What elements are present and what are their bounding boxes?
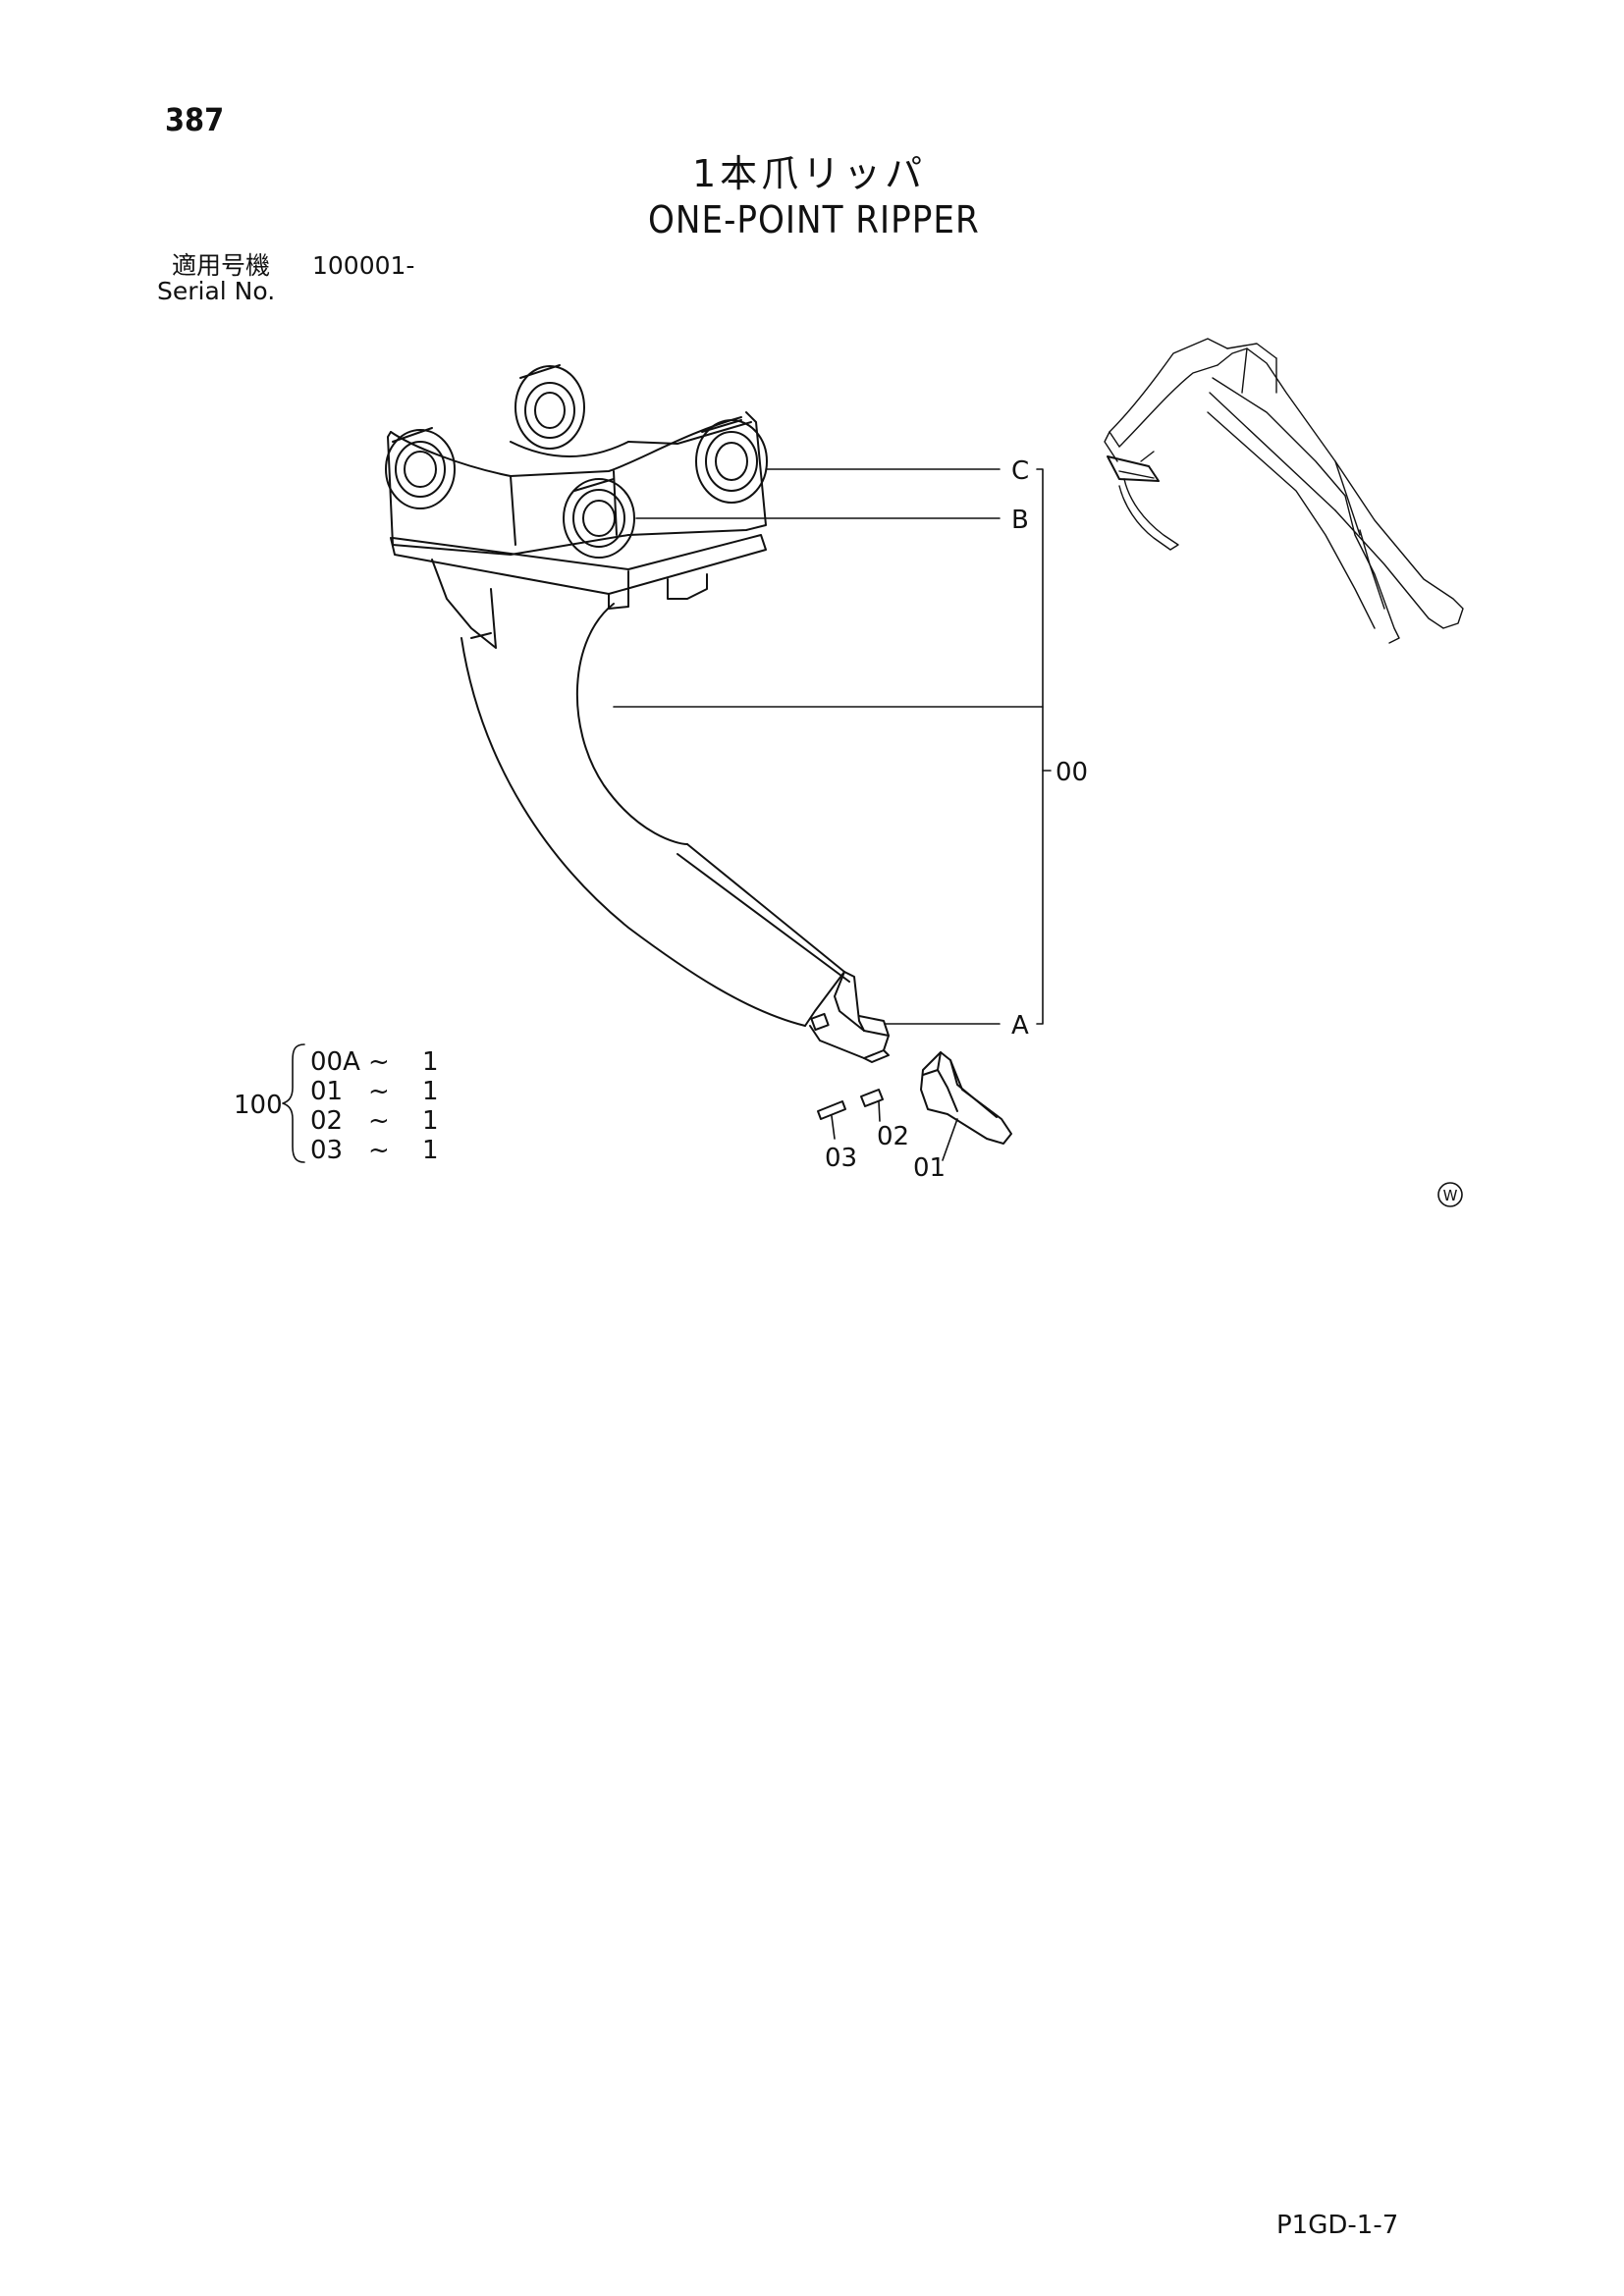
pin-boss-top (514, 364, 585, 450)
callout-01: 01 (913, 1153, 946, 1183)
footer-code: P1GD-1-7 (1276, 2211, 1399, 2240)
kit-row-sep: ~ (368, 1136, 390, 1165)
tooth-drawing (920, 1051, 1012, 1145)
kit-row-qty: 1 (422, 1077, 439, 1106)
callout-c: C (1011, 456, 1029, 486)
pin-03-drawing (817, 1100, 846, 1120)
pin-02-drawing (860, 1089, 884, 1107)
kit-row-sep: ~ (368, 1077, 390, 1106)
pin-boss-left (385, 427, 456, 509)
kit-row-sep: ~ (368, 1047, 390, 1077)
pin-boss-center (563, 478, 635, 559)
w-mark: W (1437, 1182, 1463, 1207)
serial-value: 100001- (312, 251, 415, 280)
title-english: ONE-POINT RIPPER (648, 198, 980, 241)
kit-row-part: 01 (310, 1077, 343, 1106)
kit-row-part: 02 (310, 1106, 343, 1136)
kit-list: 100 00A ~ 1 01 ~ 1 02 ~ 1 03 ~ 1 (234, 1043, 439, 1165)
kit-row-qty: 1 (422, 1106, 439, 1136)
page-number: 387 (165, 101, 225, 138)
w-mark-letter: W (1443, 1187, 1458, 1204)
pin-boss-right (695, 419, 768, 504)
serial-label-japanese: 適用号機 (172, 251, 271, 280)
kit-row-part: 00A (310, 1047, 360, 1077)
kit-row-qty: 1 (422, 1047, 439, 1077)
ripper-shank-drawing (385, 364, 890, 1063)
serial-label-english: Serial No. (157, 277, 276, 305)
kit-row-qty: 1 (422, 1136, 439, 1165)
callout-03: 03 (825, 1144, 857, 1173)
callout-b: B (1011, 506, 1029, 535)
kit-row-part: 03 (310, 1136, 343, 1165)
callout-02: 02 (877, 1122, 909, 1151)
kit-row-sep: ~ (368, 1106, 390, 1136)
title-japanese: 1本爪リッパ (692, 152, 927, 195)
kit-code: 100 (234, 1091, 283, 1120)
callout-00: 00 (1056, 758, 1088, 787)
callout-a: A (1011, 1011, 1029, 1041)
locator-sketch (1104, 338, 1464, 644)
leader-lines (613, 468, 1052, 1161)
